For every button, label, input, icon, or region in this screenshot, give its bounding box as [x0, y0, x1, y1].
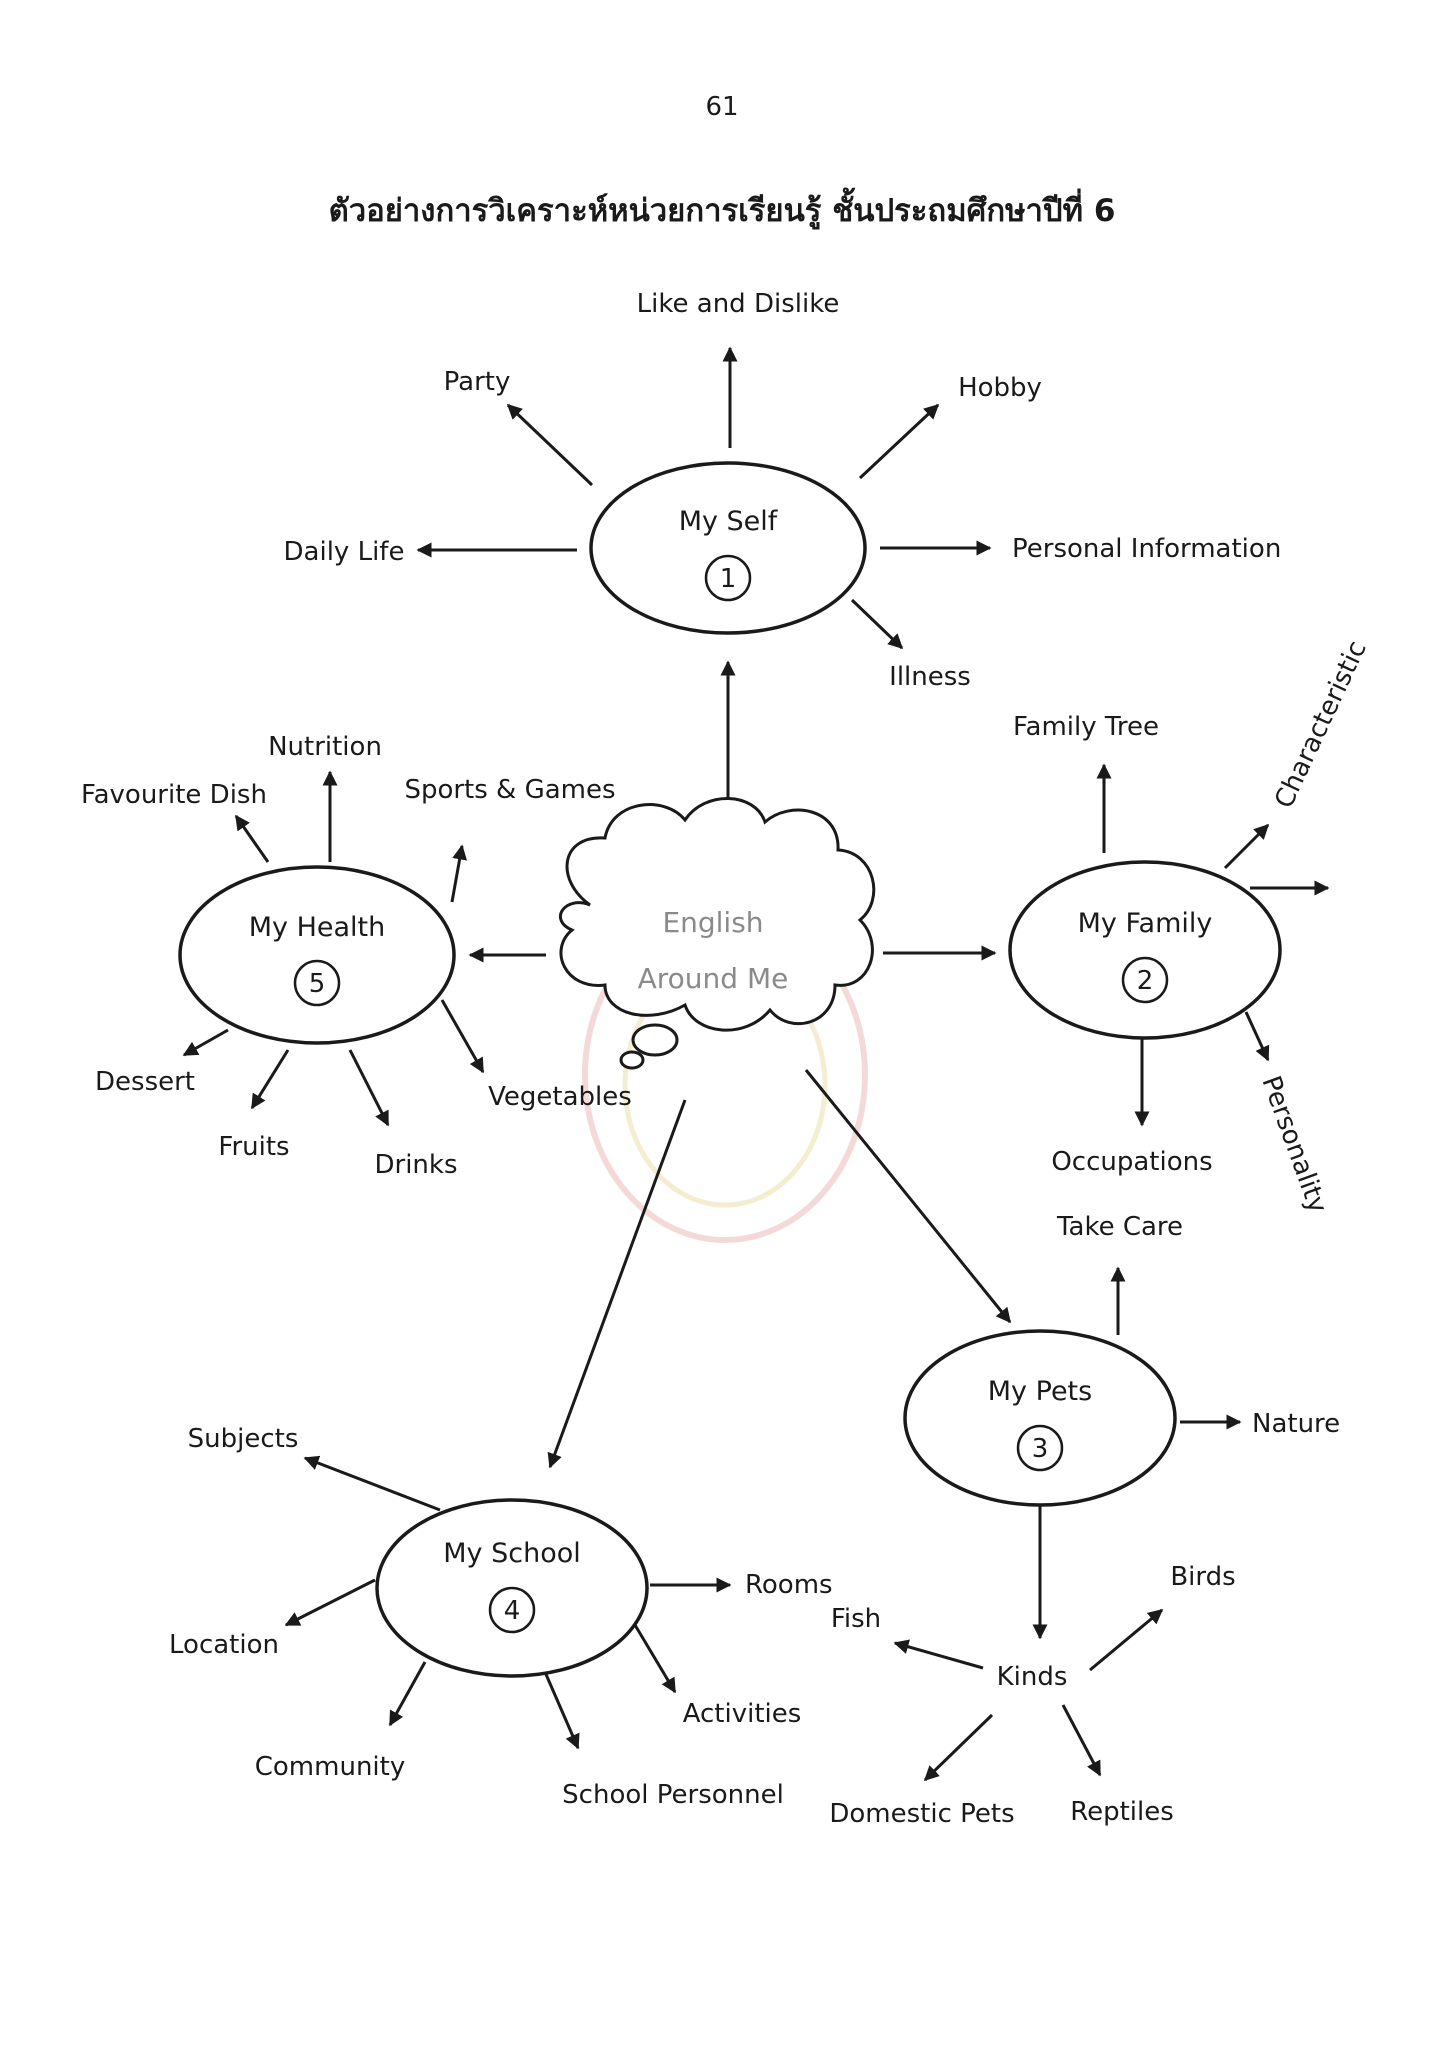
label-favourite-dish: Favourite Dish — [81, 780, 267, 810]
node-label: My Pets — [988, 1376, 1092, 1407]
label-birds: Birds — [1170, 1562, 1235, 1592]
edge-health-favourite — [234, 814, 270, 863]
node-my-school: My School 4 — [375, 1498, 649, 1678]
edge-health-dessert — [182, 1028, 229, 1057]
label-vegetables: Vegetables — [488, 1082, 632, 1112]
edge-health-fruits — [250, 1049, 290, 1110]
edge-myself-illness — [850, 598, 904, 650]
label-rooms: Rooms — [745, 1570, 833, 1600]
edge-family-characteristic — [1223, 823, 1270, 870]
label-reptiles: Reptiles — [1070, 1797, 1174, 1827]
center-title-line2: Around Me — [638, 962, 789, 995]
edge-kinds-reptiles — [1061, 1704, 1102, 1777]
label-location: Location — [169, 1630, 279, 1660]
edge-kinds-domestic — [923, 1713, 994, 1782]
center-cloud: English Around Me — [559, 797, 876, 1070]
label-fish: Fish — [831, 1604, 881, 1634]
edge-family-personality — [1244, 1011, 1270, 1062]
edge-myself-party — [506, 403, 594, 487]
label-nature: Nature — [1252, 1409, 1340, 1439]
label-subjects: Subjects — [188, 1424, 299, 1454]
edge-center-mypets — [804, 1069, 1012, 1324]
label-party: Party — [444, 367, 511, 397]
label-personality: Personality — [1255, 1072, 1332, 1217]
node-number: 4 — [504, 1596, 521, 1626]
edge-health-drinks — [348, 1049, 390, 1127]
edge-health-sports — [450, 844, 468, 903]
edge-school-subjects — [303, 1455, 441, 1512]
label-domestic-pets: Domestic Pets — [829, 1799, 1014, 1829]
edge-school-personnel — [543, 1671, 580, 1750]
node-number: 3 — [1032, 1434, 1049, 1464]
edge-center-myschool — [547, 1099, 687, 1469]
node-my-family: My Family 2 — [1008, 860, 1282, 1040]
edge-school-activities — [633, 1624, 677, 1694]
label-fruits: Fruits — [218, 1132, 289, 1162]
label-sports-games: Sports & Games — [404, 775, 615, 805]
label-family-tree: Family Tree — [1013, 712, 1159, 742]
label-take-care: Take Care — [1056, 1212, 1183, 1242]
node-my-self: My Self 1 — [589, 461, 867, 635]
label-occupations: Occupations — [1051, 1147, 1212, 1177]
label-drinks: Drinks — [374, 1150, 457, 1180]
label-nutrition: Nutrition — [268, 732, 382, 762]
label-illness: Illness — [889, 662, 971, 692]
edge-health-vegetables — [440, 999, 485, 1074]
edge-myself-hobby — [858, 403, 940, 480]
edge-kinds-fish — [893, 1639, 984, 1670]
node-number: 1 — [720, 564, 737, 594]
node-number: 5 — [309, 969, 326, 999]
label-community: Community — [255, 1752, 405, 1782]
page-number: 61 — [705, 92, 739, 122]
label-like-dislike: Like and Dislike — [637, 289, 840, 319]
node-my-health: My Health 5 — [178, 865, 456, 1045]
label-dessert: Dessert — [95, 1067, 195, 1097]
edge-kinds-birds — [1089, 1608, 1164, 1672]
label-school-personnel: School Personnel — [562, 1780, 784, 1810]
label-personal-information: Personal Information — [1012, 534, 1281, 564]
label-hobby: Hobby — [958, 373, 1042, 403]
node-label: My Self — [679, 506, 779, 537]
label-daily-life: Daily Life — [284, 537, 405, 567]
edge-school-location — [284, 1578, 376, 1627]
page-title: ตัวอย่างการวิเคราะห์หน่วยการเรียนรู้ ชั้… — [328, 193, 1116, 229]
node-label: My Family — [1078, 908, 1213, 939]
node-label: My School — [443, 1538, 581, 1569]
node-number: 2 — [1137, 966, 1154, 996]
label-kinds: Kinds — [997, 1662, 1068, 1692]
label-characteristic: Characteristic — [1269, 636, 1373, 813]
center-title-line1: English — [662, 906, 763, 939]
label-activities: Activities — [683, 1699, 802, 1729]
node-my-pets: My Pets 3 — [903, 1329, 1177, 1507]
node-label: My Health — [249, 912, 386, 943]
edge-school-community — [388, 1661, 427, 1727]
